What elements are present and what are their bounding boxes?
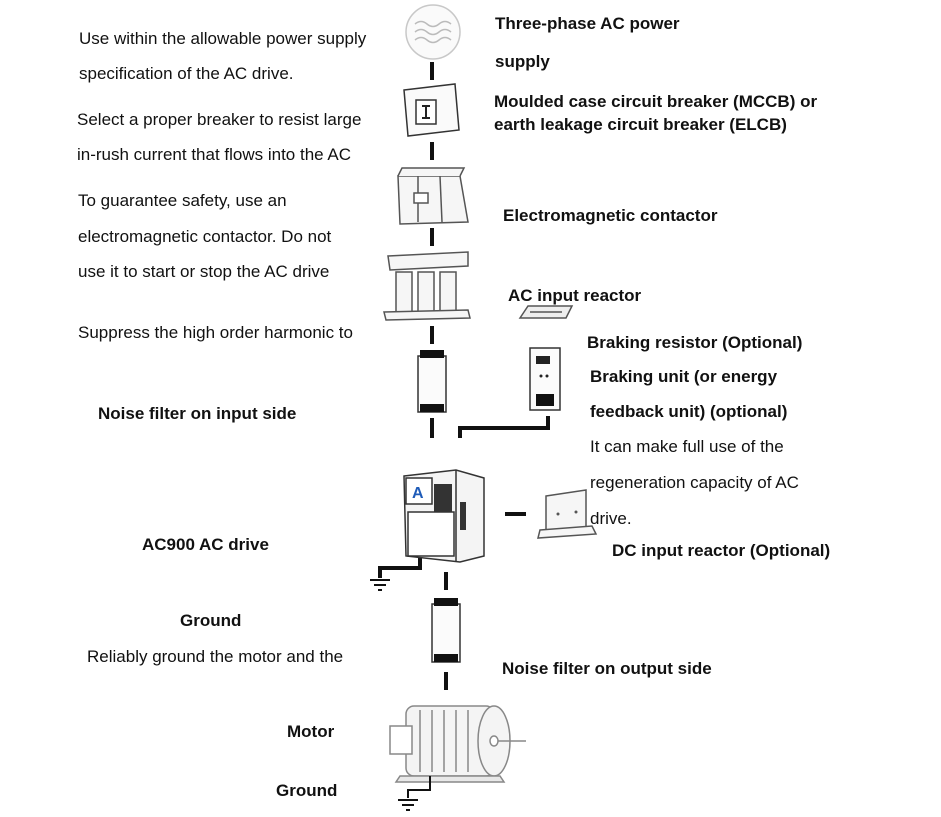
note-power-line-2: specification of the AC drive. <box>79 64 294 83</box>
note-contactor-line-3: use it to start or stop the AC drive <box>78 262 330 281</box>
label-power-supply-1: Three-phase AC power <box>495 14 680 33</box>
label-output-filter: Noise filter on output side <box>502 659 712 678</box>
label-input-reactor: AC input reactor <box>508 286 642 305</box>
note-contactor-line-1: To guarantee safety, use an <box>78 191 287 210</box>
label-dc-reactor: DC input reactor (Optional) <box>612 541 831 560</box>
braking-resistor-icon <box>518 305 574 319</box>
label-ground-motor: Ground <box>276 781 338 800</box>
note-braking-1: It can make full use of the <box>590 437 784 456</box>
note-harmonic: Suppress the high order harmonic to <box>78 323 353 342</box>
label-motor: Motor <box>287 722 335 741</box>
note-braking-3: drive. <box>590 509 632 528</box>
note-grounding: Reliably ground the motor and the <box>87 647 344 666</box>
contactor-icon <box>397 167 469 225</box>
note-braking-2: regeneration capacity of AC <box>590 473 799 492</box>
braking-unit-wire <box>458 416 550 438</box>
label-braking-resistor: Braking resistor (Optional) <box>587 333 803 352</box>
svg-text:A: A <box>412 485 424 502</box>
drive-ground-symbol <box>370 579 390 591</box>
ac-input-reactor-icon <box>383 251 471 321</box>
input-noise-filter-icon <box>417 350 447 413</box>
motor-icon <box>389 705 526 783</box>
output-noise-filter-icon <box>431 598 461 663</box>
dc-input-reactor-icon <box>537 489 598 539</box>
label-mccb-1: Moulded case circuit breaker (MCCB) or <box>494 92 818 111</box>
motor-ground-symbol <box>398 776 431 811</box>
label-contactor: Electromagnetic contactor <box>503 206 718 225</box>
label-power-supply-2: supply <box>495 52 550 71</box>
braking-unit-icon <box>529 347 561 411</box>
note-contactor-line-2: electromagnetic contactor. Do not <box>78 227 332 246</box>
label-mccb-2: earth leakage circuit breaker (ELCB) <box>494 115 787 134</box>
label-braking-unit-1: Braking unit (or energy <box>590 367 778 386</box>
label-ground-drive: Ground <box>180 611 242 630</box>
note-breaker-line-1: Select a proper breaker to resist large <box>77 110 362 129</box>
ac-drive-icon: A <box>403 469 485 563</box>
note-breaker-line-2: in-rush current that flows into the AC <box>77 145 352 164</box>
note-power-line-1: Use within the allowable power supply <box>79 29 367 48</box>
main-wiring <box>378 62 550 690</box>
ac-power-supply-icon <box>405 4 461 60</box>
label-input-filter: Noise filter on input side <box>98 404 297 423</box>
mccb-icon <box>403 83 460 137</box>
label-braking-unit-2: feedback unit) (optional) <box>590 402 788 421</box>
drive-ground-wire <box>378 556 422 578</box>
label-drive: AC900 AC drive <box>142 535 269 554</box>
